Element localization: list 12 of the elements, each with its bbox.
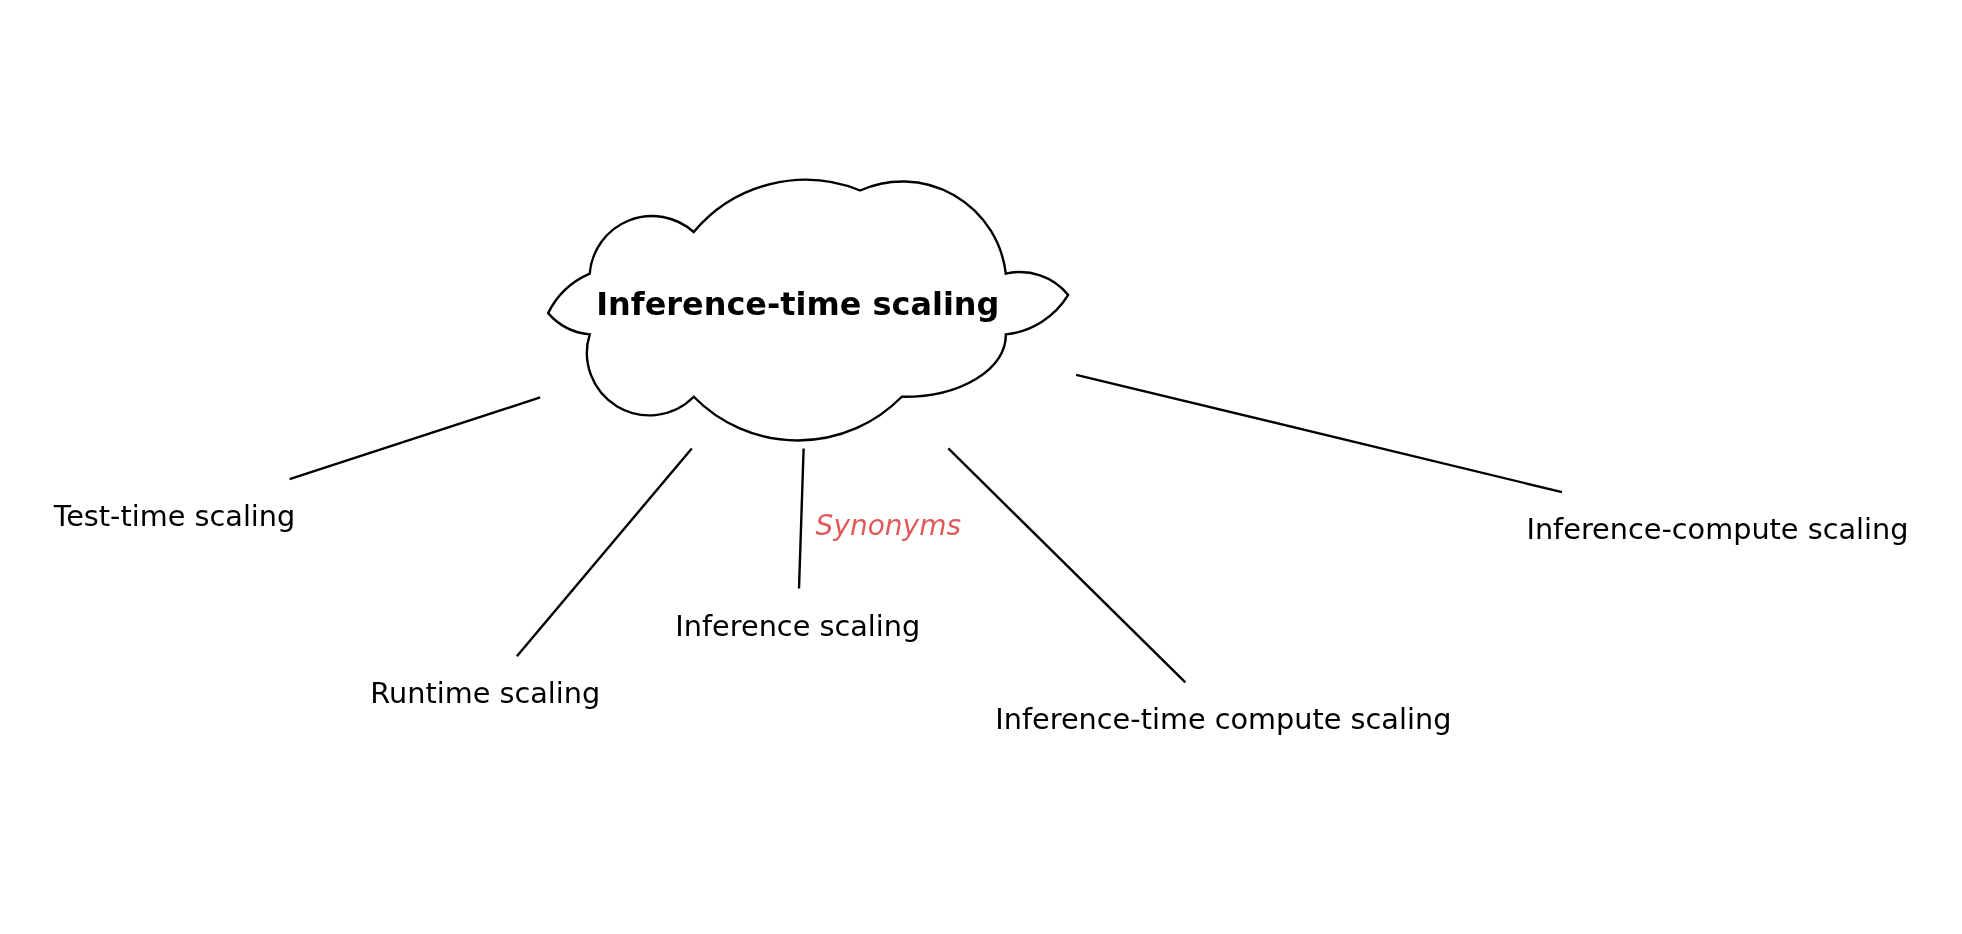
connector-line xyxy=(515,447,693,658)
term-label: Inference scaling xyxy=(675,609,921,642)
connector-line xyxy=(947,447,1187,684)
connector-line xyxy=(797,448,805,589)
cloud-shape: Inference-time scaling xyxy=(546,178,1070,442)
term-label: Test-time scaling xyxy=(53,499,296,533)
term-label: Inference-time compute scaling xyxy=(995,703,1452,736)
note-label: Synonyms xyxy=(815,508,961,542)
connector-line xyxy=(289,396,541,481)
term-label: Inference-compute scaling xyxy=(1526,512,1909,546)
term-label: Runtime scaling xyxy=(370,677,601,710)
connector-line xyxy=(1075,373,1563,494)
